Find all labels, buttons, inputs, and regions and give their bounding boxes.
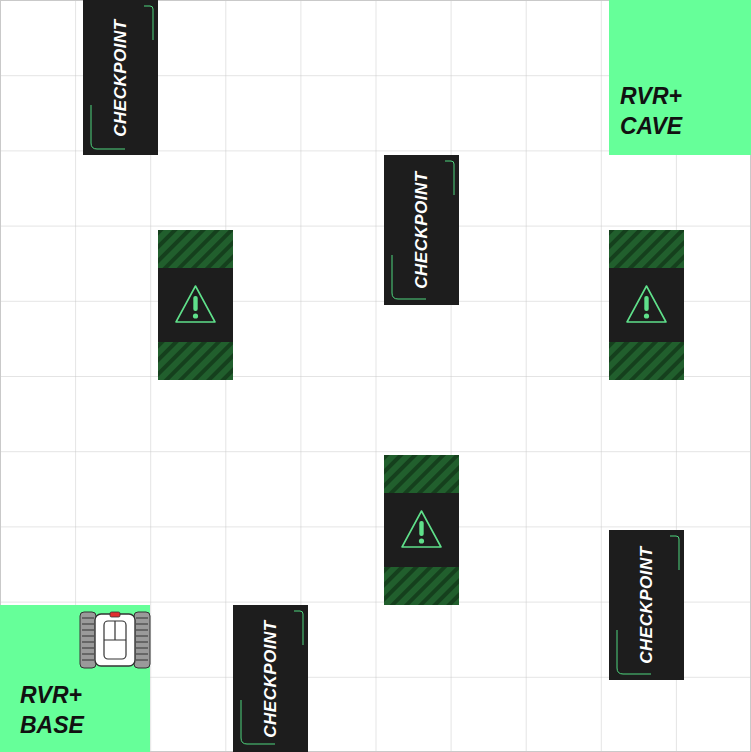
checkpoint-label: CHECKPOINT xyxy=(637,546,657,663)
checkpoint-box: CHECKPOINT xyxy=(233,605,308,752)
checkpoint-box: CHECKPOINT xyxy=(609,530,684,680)
checkpoint-tile xyxy=(83,0,684,752)
zone-label: RVR+ BASE xyxy=(20,680,84,740)
checkpoint-label: CHECKPOINT xyxy=(261,620,281,737)
checkpoint-trim xyxy=(91,6,679,744)
zone-box: RVR+ CAVE xyxy=(609,0,751,155)
robot-icon xyxy=(80,612,150,668)
checkpoint-label: CHECKPOINT xyxy=(111,19,131,136)
checkpoint-label: CHECKPOINT xyxy=(412,171,432,288)
base-zone xyxy=(0,605,150,752)
cave-zone xyxy=(609,0,751,155)
checkpoint-box: CHECKPOINT xyxy=(384,155,459,305)
checkpoint-box: CHECKPOINT xyxy=(83,0,158,155)
zone-label: RVR+ CAVE xyxy=(620,81,682,141)
zone-box: RVR+ BASE xyxy=(0,605,150,752)
